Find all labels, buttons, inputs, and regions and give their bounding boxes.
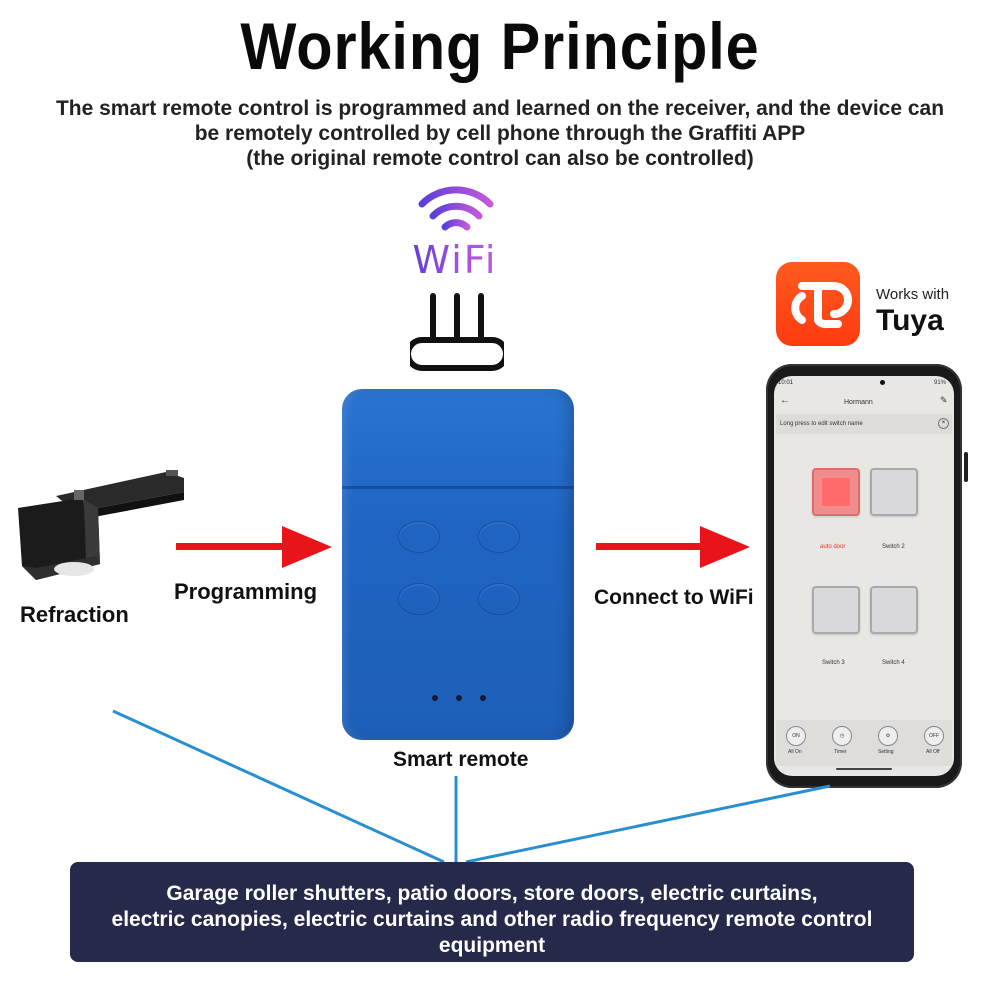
switch-tile-3[interactable] [812,586,860,634]
led-dot [480,695,486,701]
device-button-4 [478,583,520,615]
tuya-t-icon [791,282,852,329]
back-arrow-icon[interactable]: ← [780,395,790,406]
router-icon [410,293,504,371]
page-title: Working Principle [240,9,760,83]
switch-tile-1[interactable] [812,468,860,516]
setting-label: Setting [878,749,894,755]
garage-opener-image [18,470,184,580]
switch-label-4: Switch 4 [882,660,905,666]
switch-label-2: Switch 2 [882,544,905,550]
equipment-line-3: equipment [438,934,546,957]
tuya-logo [776,262,860,346]
status-time: 10:01 [778,380,794,386]
connector-line-right [465,784,831,864]
wifi-label: WiFi [410,238,500,282]
description-line-1: The smart remote control is programmed a… [55,97,945,120]
all-off-label: All Off [926,749,940,755]
wifi-icon [418,186,494,231]
description-line-2: be remotely controlled by cell phone thr… [194,122,806,145]
equipment-text: Garage roller shutters, patio doors, sto… [90,881,894,959]
works-with-label: Works with [876,286,950,303]
hint-text: Long press to edit switch name [780,421,863,427]
programming-label: Programming [174,579,318,604]
phone-side-button [964,452,968,482]
equipment-line-2: electric canopies, electric curtains and… [111,908,873,931]
switch-tile-2[interactable] [870,468,918,516]
connect-wifi-label: Connect to WiFi [594,586,754,609]
tuya-brand-label: Tuya [876,304,944,337]
switch-tile-4[interactable] [870,586,918,634]
close-icon[interactable]: × [938,418,949,429]
home-indicator [836,768,892,770]
smart-remote-device [342,389,574,740]
all-off-button[interactable]: OFF [924,726,944,746]
smart-remote-label: Smart remote [393,748,529,771]
description-line-3: (the original remote control can also be… [246,147,754,170]
switch-label-1: auto door [820,544,846,550]
arrow-right-icon [176,526,332,568]
device-seam [342,486,574,489]
connector-line-left [112,709,445,864]
control-bar [776,720,952,766]
phone-screen: 10:01 91% ← Hormann ✎ Long press to edit… [774,376,954,776]
device-button-2 [478,521,520,553]
led-dot [456,695,462,701]
all-on-button[interactable]: ON [786,726,806,746]
equipment-line-1: Garage roller shutters, patio doors, sto… [166,882,818,905]
arrow-right-icon [596,526,750,568]
switch-light [822,478,850,506]
front-camera [880,380,885,385]
timer-button[interactable]: ◷ [832,726,852,746]
setting-button[interactable]: ⚙ [878,726,898,746]
timer-label: Timer [834,749,847,755]
edit-icon[interactable]: ✎ [940,395,948,405]
refraction-label: Refraction [20,602,129,627]
equipment-box [70,862,914,962]
screen-title: Hormann [844,399,873,406]
switch-label-3: Switch 3 [822,660,845,666]
device-button-3 [398,583,440,615]
description: The smart remote control is programmed a… [40,96,960,171]
led-dot [432,695,438,701]
device-button-1 [398,521,440,553]
all-on-label: All On [788,749,802,755]
status-battery: 91% [934,380,947,386]
hint-bar [776,414,952,434]
